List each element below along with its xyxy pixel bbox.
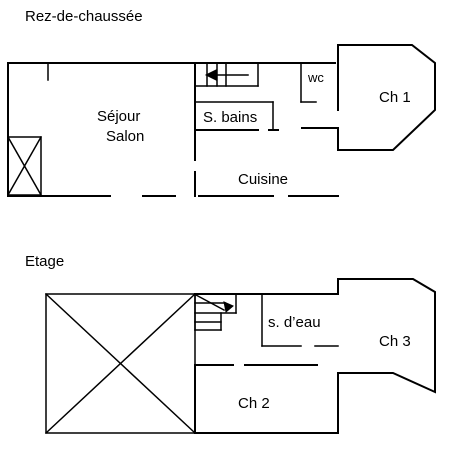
upper-stair-arrowhead-icon (223, 301, 234, 313)
ground-fireplace-diagonal-b (6, 135, 43, 197)
upper-floor-title: Etage (25, 253, 64, 270)
room-label-bedroom2: Ch 2 (238, 395, 270, 412)
ground-fireplace (7, 136, 42, 196)
room-label-sejour: Séjour (97, 108, 140, 125)
stair-arrowhead-icon (204, 69, 217, 81)
ground-staircase (194, 62, 259, 87)
room-label-salon: Salon (106, 128, 144, 145)
upper-stair-arrow-icon (194, 293, 226, 312)
room-label-kitchen: Cuisine (238, 171, 288, 188)
ground-floor-title: Rez-de-chaussée (25, 8, 143, 25)
room-label-shower-room: s. d’eau (268, 314, 321, 331)
upper-void-diagonal-b (44, 292, 197, 435)
bedroom3-walls (337, 278, 436, 434)
room-label-bedroom1: Ch 1 (379, 89, 411, 106)
upper-floor-plan: s. d’eau Ch 3 Ch 2 (44, 278, 436, 435)
room-label-bedroom3: Ch 3 (379, 333, 411, 350)
ground-floor-plan: Séjour Salon S. bains wc Cuisine Ch 1 (6, 44, 436, 197)
room-label-bathroom: S. bains (203, 109, 257, 126)
room-label-wc: wc (307, 70, 324, 85)
bedroom1-walls (337, 44, 436, 151)
upper-staircase (194, 293, 237, 331)
